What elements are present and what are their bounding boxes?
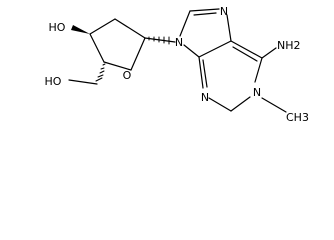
bond-n9-c8 (179, 10, 191, 37)
atom-labels: HO O HO N N N N NH2 CH3 (45, 5, 309, 124)
bond-c2-n1 (230, 96, 251, 112)
bonds (68, 8, 287, 113)
bond-n3-c2 (208, 97, 232, 112)
hash-c4-c5 (95, 63, 106, 82)
bond-c8-n7 (189, 8, 220, 12)
bond-c3-c2 (89, 18, 116, 35)
label-n3: N (201, 91, 209, 104)
bond-n7-c5 (226, 14, 232, 42)
bond-c6-c5 (230, 40, 263, 59)
label-oh-bottom: HO (45, 75, 62, 88)
nucleoside-structure: HO O HO N N N N NH2 CH3 (45, 5, 309, 124)
label-nh2: NH2 (277, 39, 301, 52)
bond-c2-c1 (114, 18, 146, 39)
bond-c6-nh2 (261, 47, 277, 59)
bond-c1-o4 (130, 37, 146, 71)
bond-c4-n3 (198, 56, 204, 89)
bond-c5-o5 (68, 79, 98, 85)
bond-c4-n3-double (202, 59, 208, 88)
bond-o4-c4 (103, 61, 132, 71)
bond-c4-n9 (183, 44, 200, 58)
label-oh-top: HO (49, 21, 66, 34)
stereo-bonds (71, 25, 170, 82)
wedge-c3-oh (71, 25, 90, 34)
label-methyl: CH3 (286, 111, 309, 124)
bond-c5-c4 (198, 40, 232, 58)
bond-c4-c3 (89, 33, 105, 63)
label-n9: N (175, 36, 183, 49)
bond-n1-c6 (254, 57, 263, 83)
label-n1: N (253, 86, 261, 99)
hash-c1-n9 (148, 36, 170, 45)
bond-n1-ch3 (261, 97, 287, 113)
label-ring-oxygen: O (123, 69, 132, 82)
bond-c6-c5-double (232, 46, 258, 62)
label-n7: N (220, 5, 228, 18)
bond-c8-n7-double (193, 12, 217, 16)
bond-c1-n9 (144, 37, 176, 43)
